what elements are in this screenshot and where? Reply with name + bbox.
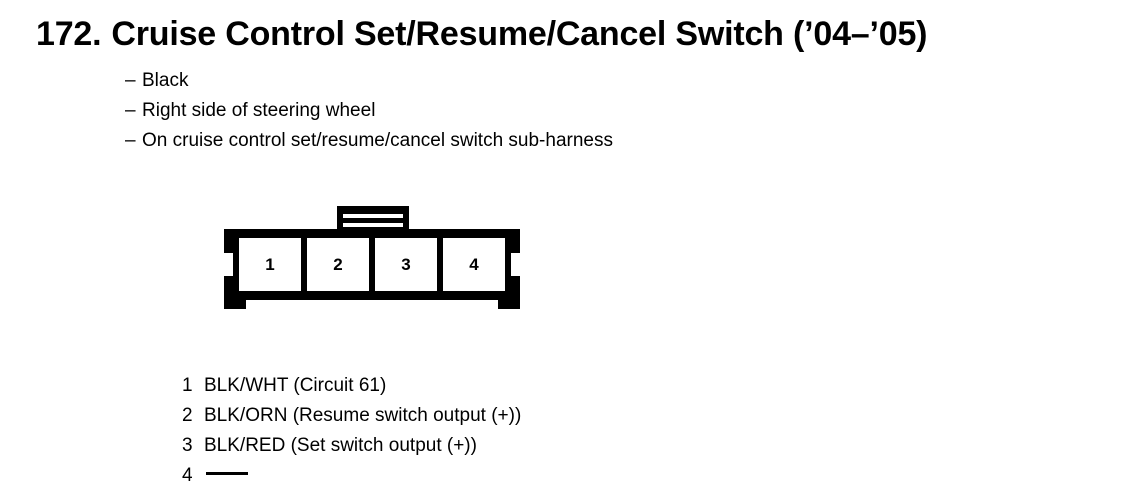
connector-body: 1 2 3 4 (224, 229, 520, 309)
page-title-number: 172. (36, 15, 102, 53)
connector-cavity-row: 1 2 3 4 (239, 237, 505, 293)
description-item-label: Right side of steering wheel (142, 100, 376, 121)
locking-tab-slot (343, 223, 403, 227)
description-list: –Black –Right side of steering wheel –On… (125, 66, 1025, 156)
pin-legend-row-2: 2 BLK/ORN (Resume switch output (+)) (182, 401, 982, 431)
connector-foot-left (224, 300, 246, 309)
connector-inner-left-wall (233, 237, 239, 293)
description-item-harness: –On cruise control set/resume/cancel swi… (125, 126, 1025, 156)
locking-tab-slot (343, 214, 403, 218)
connector-cavity-1: 1 (239, 237, 301, 293)
description-item-location: –Right side of steering wheel (125, 96, 1025, 126)
connector-bottom-rail (224, 291, 520, 300)
pin-legend-row-1: 1 BLK/WHT (Circuit 61) (182, 371, 982, 401)
bullet-dash-icon: – (125, 100, 136, 121)
pin-number: 3 (182, 435, 193, 456)
description-item-color: –Black (125, 66, 1025, 96)
description-item-label: Black (142, 70, 189, 91)
bullet-dash-icon: – (125, 70, 136, 91)
pin-number: 4 (182, 465, 193, 486)
bullet-dash-icon: – (125, 130, 136, 151)
page-title-text: Cruise Control Set/Resume/Cancel Switch … (111, 15, 928, 53)
connector-locking-tab (337, 206, 409, 231)
pin-description: BLK/WHT (Circuit 61) (204, 375, 387, 396)
cavity-number: 1 (265, 255, 275, 274)
pin-description: BLK/RED (Set switch output (+)) (204, 435, 477, 456)
cavity-number: 2 (333, 255, 343, 274)
connector-cavity-3: 3 (369, 237, 437, 293)
page-title: 172.Cruise Control Set/Resume/Cancel Swi… (36, 14, 927, 54)
pin-legend-row-4: 4 (182, 461, 982, 491)
pin-legend: 1 BLK/WHT (Circuit 61) 2 BLK/ORN (Resume s… (182, 371, 982, 491)
cavity-number: 4 (469, 255, 479, 274)
cavity-number: 3 (401, 255, 411, 274)
connector-left-wall-lower (224, 276, 233, 300)
connector-right-wall-upper (511, 229, 520, 253)
connector-top-rail (224, 229, 520, 238)
connector-right-wall-lower (511, 276, 520, 300)
connector-foot-right (498, 300, 520, 309)
pin-number: 2 (182, 405, 193, 426)
connector-inner-right-wall (505, 237, 511, 293)
pin-not-used-dash-icon (206, 472, 248, 476)
pin-legend-row-3: 3 BLK/RED (Set switch output (+)) (182, 431, 982, 461)
description-item-label: On cruise control set/resume/cancel swit… (142, 130, 613, 151)
connector-diagram: 1 2 3 4 (224, 206, 524, 318)
pin-description: BLK/ORN (Resume switch output (+)) (204, 405, 522, 426)
connector-cavity-4: 4 (437, 237, 505, 293)
connector-left-wall-upper (224, 229, 233, 253)
connector-cavity-2: 2 (301, 237, 369, 293)
pin-number: 1 (182, 375, 193, 396)
